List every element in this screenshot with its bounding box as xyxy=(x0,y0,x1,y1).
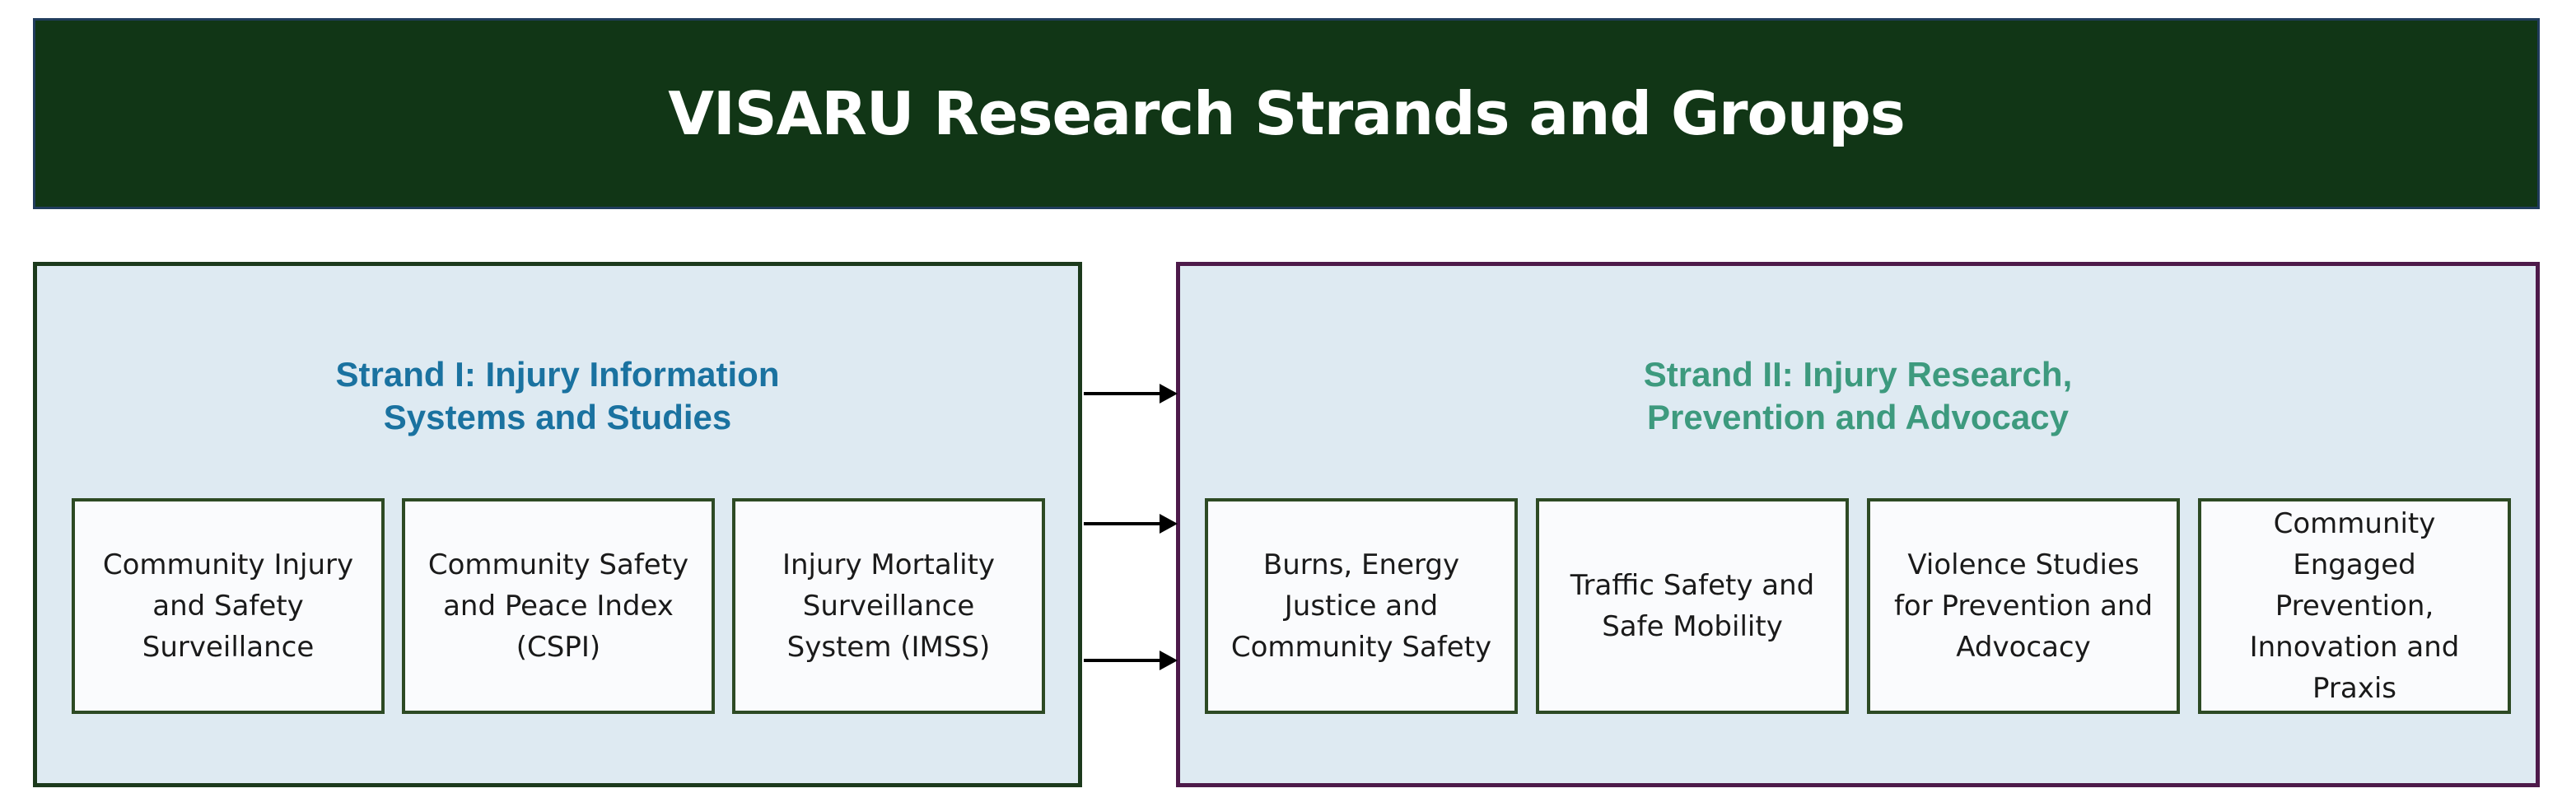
strand-2-title-line-1: Strand II: Injury Research, xyxy=(1643,355,2073,394)
strand-2-title-line-2: Prevention and Advocacy xyxy=(1647,398,2069,436)
group-community-engaged-prevention: Community Engaged Prevention, Innovation… xyxy=(2198,498,2511,714)
strand-1-title-line-2: Systems and Studies xyxy=(383,398,732,436)
group-cspi: Community Safety and Peace Index (CSPI) xyxy=(402,498,715,714)
strand-1-box: Strand I: Injury Information Systems and… xyxy=(33,262,1082,787)
group-community-injury-safety-surveillance: Community Injury and Safety Surveillance xyxy=(72,498,385,714)
group-violence-studies: Violence Studies for Prevention and Advo… xyxy=(1867,498,2180,714)
diagram-title-banner: VISARU Research Strands and Groups xyxy=(33,18,2540,209)
strand-1-title: Strand I: Injury Information Systems and… xyxy=(37,353,1078,439)
strand-1-title-line-1: Strand I: Injury Information xyxy=(335,355,780,394)
connector-arrowhead-2 xyxy=(1160,514,1178,534)
strand-2-title: Strand II: Injury Research, Prevention a… xyxy=(1180,353,2536,439)
group-imss: Injury Mortality Surveillance System (IM… xyxy=(732,498,1045,714)
connector-arrowhead-3 xyxy=(1160,651,1178,670)
strand-2-box: Strand II: Injury Research, Prevention a… xyxy=(1176,262,2540,787)
connector-arrowhead-1 xyxy=(1160,384,1178,404)
group-traffic-safety: Traffic Safety and Safe Mobility xyxy=(1536,498,1849,714)
group-burns-energy-justice: Burns, Energy Justice and Community Safe… xyxy=(1205,498,1518,714)
diagram-title: VISARU Research Strands and Groups xyxy=(668,79,1905,148)
